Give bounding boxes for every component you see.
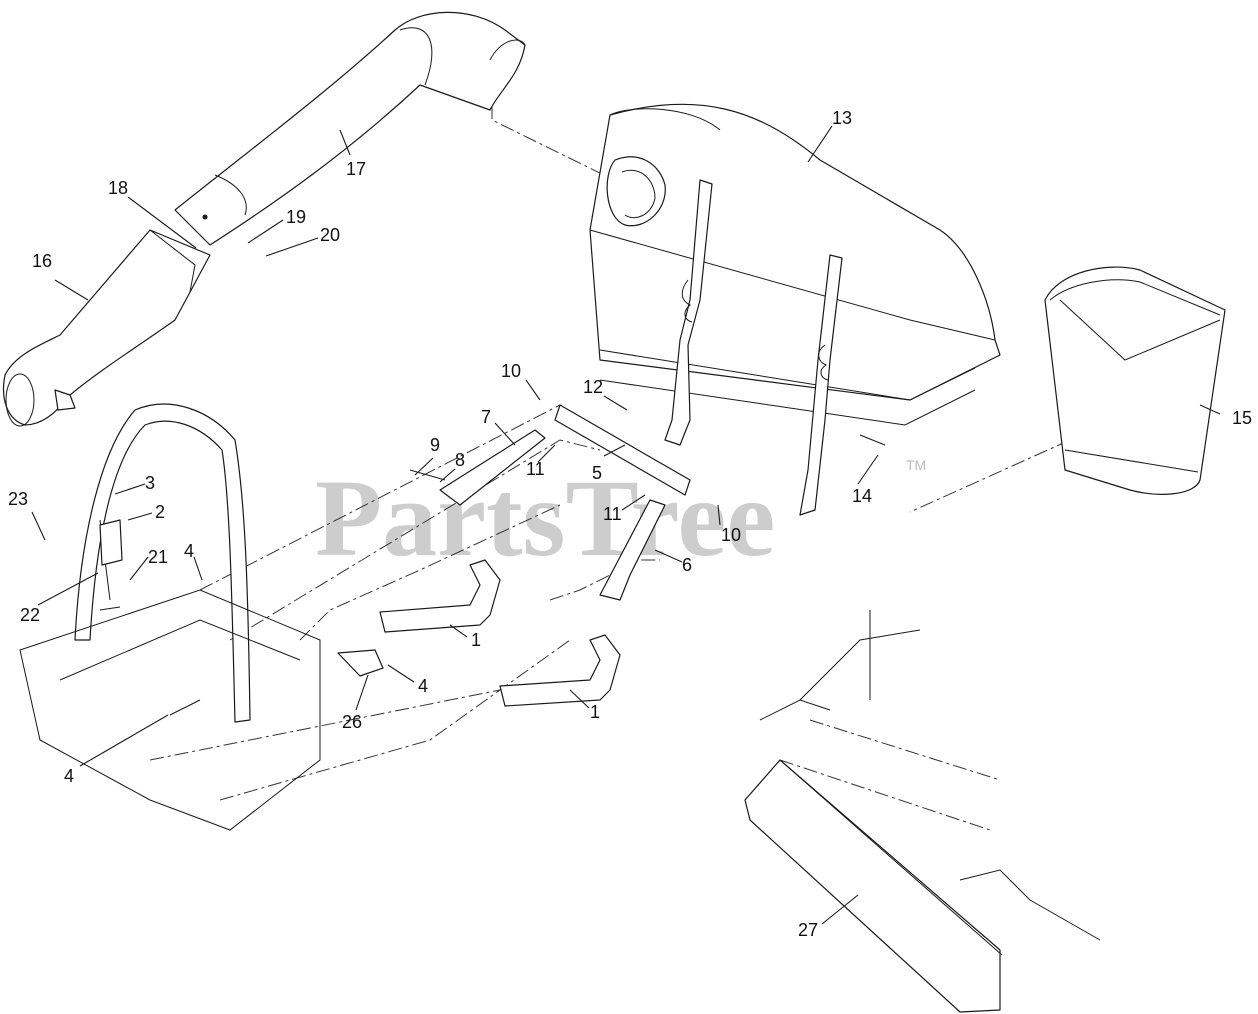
callout-4-bottom: 4 — [64, 766, 74, 786]
callout-11-top: 11 — [526, 459, 545, 479]
callout-15: 15 — [1232, 408, 1252, 428]
lower-discharge-tube — [2, 229, 211, 427]
callout-16: 16 — [32, 251, 52, 271]
callout-20: 20 — [320, 225, 340, 245]
collector-hood — [589, 103, 1001, 516]
callout-27: 27 — [798, 920, 818, 940]
callout-26: 26 — [342, 712, 362, 732]
callout-13: 13 — [832, 108, 852, 128]
callout-8: 8 — [455, 450, 465, 470]
callout-4-top: 4 — [184, 541, 194, 561]
callout-11-bottom: 11 — [603, 504, 622, 524]
callout-5: 5 — [592, 463, 602, 483]
callout-labels: 1 1 2 3 4 4 4 5 6 7 8 9 10 10 11 11 12 1… — [8, 108, 1252, 940]
callout-14: 14 — [852, 486, 872, 506]
callout-23: 23 — [8, 489, 28, 509]
deflector-assembly — [744, 610, 1101, 1013]
watermark-brand: PartsTree — [315, 457, 775, 579]
callout-21: 21 — [148, 547, 168, 567]
callout-4-middle: 4 — [418, 676, 428, 696]
callout-9: 9 — [430, 435, 440, 455]
watermark: PartsTree TM — [315, 457, 926, 579]
callout-18: 18 — [108, 178, 128, 198]
callout-2: 2 — [155, 502, 165, 522]
callout-1-upper: 1 — [471, 630, 481, 650]
mount-arms — [379, 404, 691, 707]
upper-discharge-tube — [174, 11, 526, 246]
callout-3: 3 — [145, 473, 155, 493]
callout-10-bottom: 10 — [721, 525, 741, 545]
callout-22: 22 — [20, 605, 40, 625]
callout-10-top: 10 — [501, 361, 521, 381]
watermark-trademark: TM — [906, 457, 926, 473]
callout-12: 12 — [583, 377, 603, 397]
grass-bag — [1044, 266, 1226, 495]
callout-19: 19 — [286, 207, 306, 227]
callout-6: 6 — [682, 555, 692, 575]
callout-1-lower: 1 — [590, 702, 600, 722]
frame-assembly — [19, 403, 321, 831]
leader-lines — [31, 125, 1221, 925]
callout-7: 7 — [481, 407, 491, 427]
alignment-lines — [149, 80, 1071, 831]
callout-17: 17 — [346, 159, 366, 179]
bracket-26 — [337, 649, 384, 677]
